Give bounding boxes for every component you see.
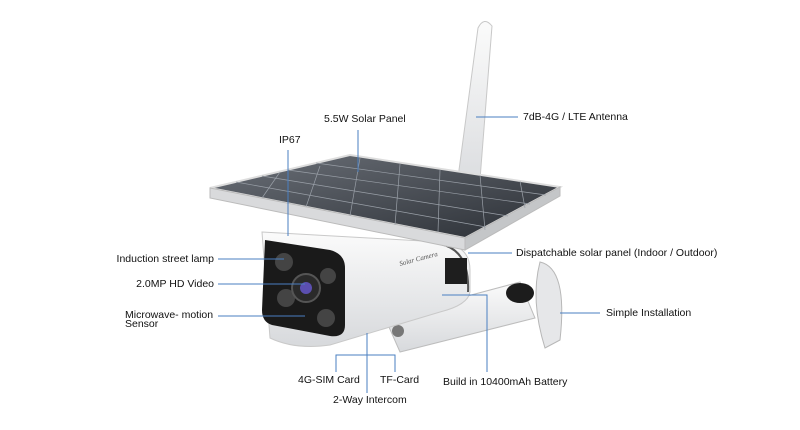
- label-antenna: 7dB-4G / LTE Antenna: [523, 111, 628, 123]
- label-intercom: 2-Way Intercom: [333, 394, 407, 406]
- wall-mount-bracket: [384, 261, 563, 353]
- label-solar-panel: 5.5W Solar Panel: [324, 113, 406, 125]
- label-video: 2.0MP HD Video: [136, 278, 214, 290]
- camera-lens-face: [262, 240, 345, 337]
- ir-lamp: [277, 289, 295, 307]
- label-sensor-1: Microwave- motion: [125, 309, 214, 321]
- leader-battery: [442, 294, 488, 372]
- label-ip67: IP67: [279, 134, 301, 146]
- label-sim: 4G-SIM Card: [298, 374, 360, 386]
- ir-lamp: [275, 253, 293, 271]
- label-installation: Simple Installation: [606, 307, 692, 319]
- label-battery: Build in 10400mAh Battery: [443, 376, 568, 388]
- leader-lines: [218, 116, 600, 393]
- label-tf: TF-Card: [380, 374, 420, 386]
- solar-panel: [209, 153, 564, 251]
- antenna: [454, 21, 493, 206]
- label-sensor-2: Sensor: [125, 318, 159, 330]
- ir-lamp: [320, 268, 336, 284]
- ir-lamp: [317, 309, 335, 327]
- label-lamp: Induction street lamp: [116, 253, 214, 265]
- leader-sim-tf: [335, 354, 396, 372]
- label-dispatchable: Dispatchable solar panel (Indoor / Outdo…: [516, 247, 718, 259]
